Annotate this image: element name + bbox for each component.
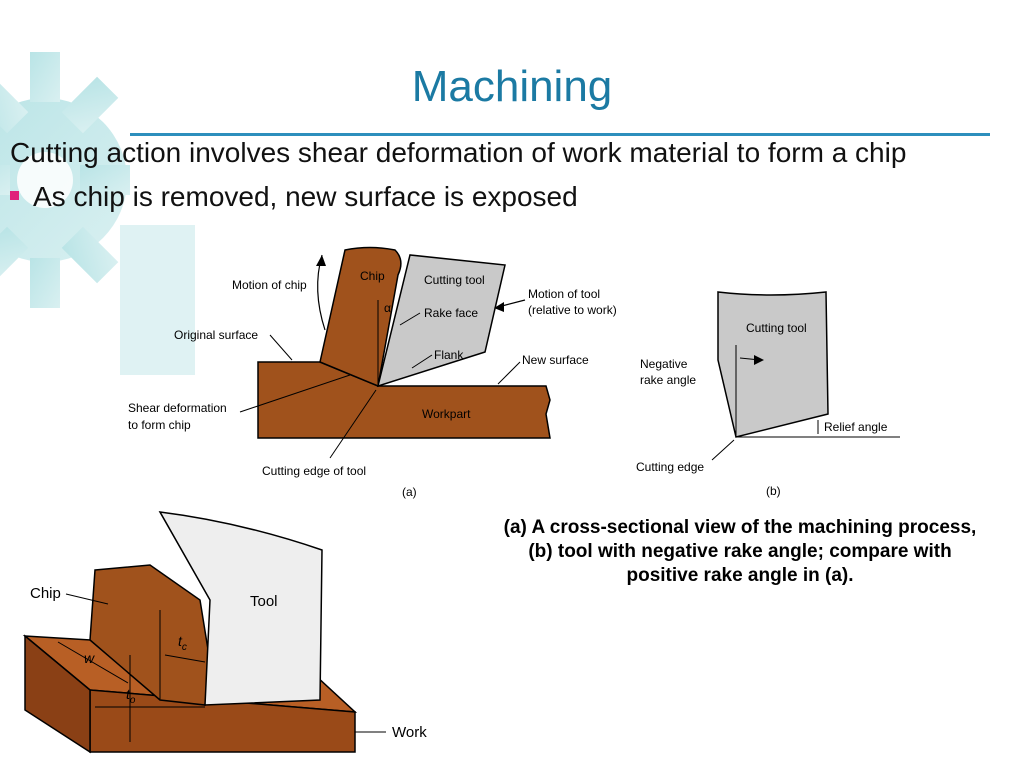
fig-a-motion-of-chip-label: Motion of chip (232, 278, 307, 292)
bullet-square-icon (10, 191, 19, 200)
fig-a-chip-label: Chip (360, 269, 385, 283)
bullet-text: As chip is removed, new surface is expos… (33, 181, 578, 212)
fig-c-tc-subscript: c (182, 642, 187, 653)
figure-a-diagram: Chip Cutting tool Motion of chip α Rake … (128, 246, 617, 499)
fig-a-cutting-edge-label: Cutting edge of tool (262, 464, 366, 478)
fig-b-relief-angle-label: Relief angle (824, 420, 888, 434)
title-divider (130, 133, 990, 136)
fig-c-tc-label: tc (178, 633, 187, 653)
fig-c-chip-label: Chip (30, 585, 61, 602)
body-text: Cutting action involves shear deformatio… (10, 137, 907, 168)
fig-c-w-label: w (84, 650, 95, 666)
fig-a-new-surface-label: New surface (522, 353, 589, 367)
fig-a-original-surface-label: Original surface (174, 328, 258, 342)
fig-a-cutting-tool-label: Cutting tool (424, 273, 485, 287)
fig-b-cutting-edge-label: Cutting edge (636, 460, 704, 474)
figure-caption: (a) A cross-sectional view of the machin… (503, 517, 977, 586)
fig-c-to-label: to (126, 686, 136, 706)
fig-a-workpart-label: Workpart (422, 407, 471, 421)
fig-a-flank-label: Flank (434, 348, 464, 362)
fig-a-label: (a) (402, 485, 417, 499)
fig-a-relative-to-work-label: (relative to work) (528, 303, 617, 317)
fig-b-label: (b) (766, 484, 781, 498)
figure-c-diagram: Chip Tool w tc to Work (22, 511, 427, 754)
slide-title: Machining (411, 62, 613, 111)
figure-b-diagram: Cutting tool Negative rake angle Relief … (636, 291, 900, 498)
fig-c-tc-t: t (178, 633, 183, 649)
bullet-item: As chip is removed, new surface is expos… (10, 181, 578, 213)
fig-b-negative-label: Negative (640, 357, 688, 371)
fig-a-motion-of-tool-label: Motion of tool (528, 287, 600, 301)
gear-decoration-icon (0, 52, 195, 375)
fig-b-cutting-tool-label: Cutting tool (746, 321, 807, 335)
fig-a-alpha-label: α (384, 301, 391, 315)
fig-c-to-subscript: o (130, 695, 136, 706)
fig-c-work-label: Work (392, 724, 427, 741)
fig-a-to-form-chip-label: to form chip (128, 418, 191, 432)
fig-c-tool-label: Tool (250, 593, 278, 610)
fig-a-rake-face-label: Rake face (424, 306, 478, 320)
fig-c-to-t: t (126, 686, 131, 702)
fig-a-shear-deformation-label: Shear deformation (128, 401, 227, 415)
fig-b-rake-angle-label: rake angle (640, 373, 696, 387)
